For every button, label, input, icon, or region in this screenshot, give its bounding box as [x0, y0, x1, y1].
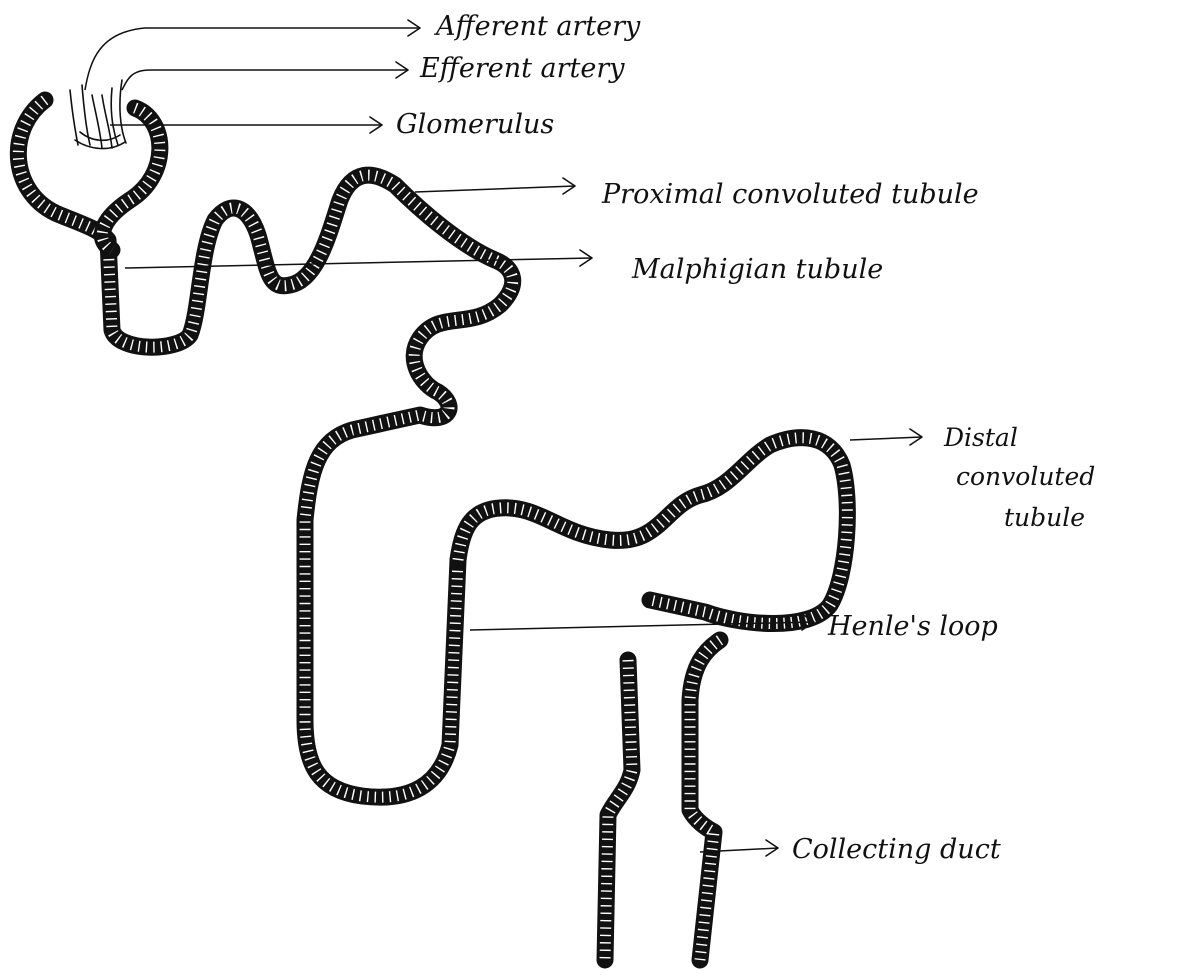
malphigian-tubule-label: Malphigian tubule — [631, 254, 883, 285]
distal-tubule — [458, 438, 847, 624]
efferent-artery-label: Efferent artery — [419, 53, 625, 84]
glomerulus — [70, 80, 126, 149]
collecting-duct-label: Collecting duct — [792, 834, 1001, 865]
henles-loop-label: Henle's loop — [827, 611, 998, 642]
distal-tubule-label-line1: Distal — [943, 423, 1018, 452]
distal-tubule-label-line3: tubule — [1004, 503, 1085, 532]
proximal-convoluted-tubule-label: Proximal convoluted tubule — [601, 179, 979, 210]
distal-tubule-label-line2: convoluted — [956, 462, 1095, 491]
nephron-tubule — [18, 100, 512, 797]
afferent-artery-label: Afferent artery — [433, 11, 641, 42]
labels: Afferent artery Efferent artery Glomerul… — [396, 11, 1095, 865]
glomerulus-label: Glomerulus — [396, 109, 554, 140]
collecting-duct — [605, 640, 720, 960]
